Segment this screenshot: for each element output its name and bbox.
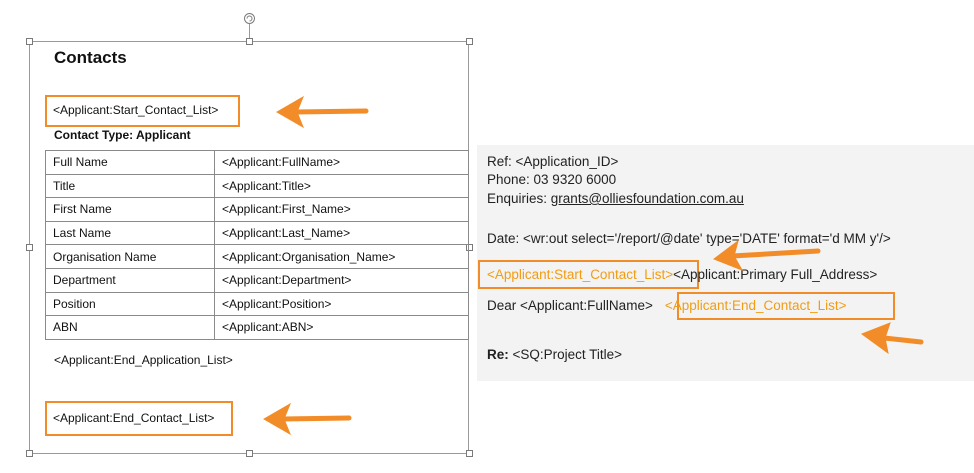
- right-end-marker-highlight: [677, 292, 895, 320]
- rotation-connector: [249, 24, 250, 40]
- phone-line: Phone: 03 9320 6000: [487, 172, 617, 187]
- field-label-cell: Last Name: [45, 220, 215, 246]
- right-end-contact-list-marker: <Applicant:End_Contact_List>: [664, 298, 847, 313]
- ref-line: Ref: <Application_ID>: [487, 154, 619, 169]
- end-contact-list-marker: <Applicant:End_Contact_List>: [53, 411, 215, 425]
- right-start-marker-highlight: [478, 260, 699, 289]
- re-line: Re: <SQ:Project Title>: [487, 347, 622, 362]
- date-line: Date: <wr:out select='/report/@date' typ…: [487, 231, 891, 246]
- enquiries-label: Enquiries:: [487, 191, 551, 206]
- table-row: ABN<Applicant:ABN>: [45, 315, 469, 340]
- resize-handle-top-left[interactable]: [26, 38, 33, 45]
- arrow-right-end-icon: [860, 322, 924, 355]
- arrow-left-start-icon: [275, 95, 369, 129]
- field-label-cell: ABN: [45, 315, 215, 340]
- start-marker-highlight: [45, 95, 240, 127]
- end-marker-highlight: [45, 401, 233, 436]
- enquiries-line: Enquiries: grants@olliesfoundation.com.a…: [487, 191, 744, 206]
- contacts-heading: Contacts: [54, 48, 127, 67]
- field-label-cell: Department: [45, 267, 215, 293]
- right-start-contact-list-marker: <Applicant:Start_Contact_List>: [487, 267, 674, 282]
- field-label-cell: Organisation Name: [45, 244, 215, 269]
- primary-address-field: <Applicant:Primary Full_Address>: [673, 267, 878, 282]
- start-contact-list-marker: <Applicant:Start_Contact_List>: [53, 103, 219, 117]
- resize-handle-bottom-left[interactable]: [26, 450, 33, 457]
- re-value: <SQ:Project Title>: [508, 347, 623, 362]
- end-application-list-marker: <Applicant:End_Application_List>: [54, 353, 233, 367]
- merge-field-cell: <Applicant:Position>: [214, 291, 469, 317]
- merge-field-cell: <Applicant:Title>: [214, 173, 469, 199]
- resize-handle-left[interactable]: [26, 244, 33, 251]
- table-row: Department<Applicant:Department>: [45, 267, 469, 293]
- merge-field-cell: <Applicant:Organisation_Name>: [214, 244, 469, 269]
- arrow-left-end-icon: [262, 402, 352, 436]
- merge-field-cell: <Applicant:Department>: [214, 267, 469, 293]
- resize-handle-top[interactable]: [246, 38, 253, 45]
- contact-type-label: Contact Type: Applicant: [54, 128, 191, 142]
- table-row: Organisation Name<Applicant:Organisation…: [45, 244, 469, 269]
- rotate-handle-icon[interactable]: [243, 12, 256, 25]
- contact-table: Full Name<Applicant:FullName>Title<Appli…: [45, 150, 469, 340]
- table-row: Title<Applicant:Title>: [45, 173, 469, 199]
- arrow-right-start-icon: [712, 239, 821, 271]
- re-label: Re:: [487, 347, 509, 362]
- merge-field-cell: <Applicant:ABN>: [214, 315, 469, 340]
- field-label-cell: Position: [45, 291, 215, 317]
- table-row: Position<Applicant:Position>: [45, 291, 469, 317]
- enquiries-email-link[interactable]: grants@olliesfoundation.com.au: [550, 191, 744, 206]
- dear-line: Dear <Applicant:FullName> <Applicant:End_…: [487, 298, 846, 313]
- resize-handle-bottom[interactable]: [246, 450, 253, 457]
- resize-handle-bottom-right[interactable]: [466, 450, 473, 457]
- dear-salutation: Dear <Applicant:FullName>: [487, 298, 653, 313]
- resize-handle-top-right[interactable]: [466, 38, 473, 45]
- address-line: <Applicant:Start_Contact_List><Applicant…: [487, 267, 877, 282]
- field-label-cell: First Name: [45, 197, 215, 222]
